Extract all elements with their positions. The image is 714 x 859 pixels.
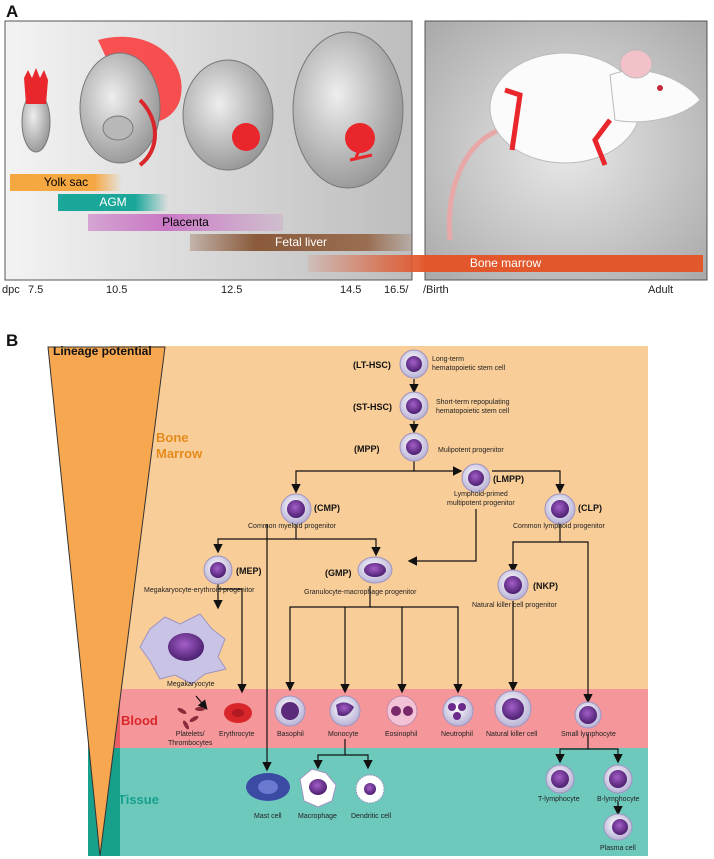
nkp-desc: Natural killer cell progenitor bbox=[472, 602, 557, 609]
lthsc-abbr: (LT-HSC) bbox=[353, 360, 391, 370]
nkp-abbr: (NKP) bbox=[533, 581, 558, 591]
cmp-cell bbox=[280, 493, 312, 525]
mpp-cell bbox=[399, 432, 429, 462]
fetal-liver-bar: Fetal liver bbox=[190, 234, 412, 251]
bone-marrow-zone-label: Bone Marrow bbox=[156, 430, 203, 461]
sthsc-desc: Short-term repopulating hematopoietic st… bbox=[436, 399, 510, 415]
platelets-label: Platelets/ Thrombocytes bbox=[168, 731, 213, 747]
monocyte-label: Monocyte bbox=[328, 731, 359, 738]
bone-marrow-bar: Bone marrow bbox=[308, 255, 703, 272]
lthsc-cell bbox=[399, 349, 429, 379]
panel-b-label: B bbox=[6, 331, 19, 350]
embryo-10-5 bbox=[79, 36, 182, 167]
nk-cell-label: Natural killer cell bbox=[486, 731, 538, 738]
b-lymphocyte-label: B-lymphocyte bbox=[597, 796, 640, 803]
gmp-abbr: (GMP) bbox=[325, 568, 352, 578]
yolk-sac-label: Yolk sac bbox=[43, 175, 89, 189]
panel-b-diagram bbox=[47, 346, 648, 857]
tick-7-5: 7.5 bbox=[28, 284, 44, 296]
lthsc-desc: Long-term hematopoietic stem cell bbox=[432, 356, 506, 372]
placenta-label: Placenta bbox=[162, 215, 209, 229]
blood-zone-label: Blood bbox=[121, 713, 158, 728]
clp-abbr: (CLP) bbox=[578, 503, 602, 513]
macrophage-cell bbox=[299, 768, 337, 808]
tissue-zone-label: Tissue bbox=[118, 792, 159, 807]
erythrocyte-cell bbox=[224, 703, 252, 723]
lmpp-cell bbox=[461, 463, 491, 493]
eosinophil-label: Eosinophil bbox=[385, 731, 418, 738]
embryo-14-5 bbox=[292, 31, 404, 189]
nkp-cell bbox=[497, 569, 529, 601]
lmpp-abbr: (LMPP) bbox=[493, 474, 524, 484]
tick-dpc: dpc bbox=[2, 284, 20, 296]
cmp-desc: Common myeloid progenitor bbox=[248, 523, 336, 530]
lineage-potential-title: Lineage potential bbox=[53, 344, 152, 358]
agm-label: AGM bbox=[99, 195, 127, 209]
panel-a-label: A bbox=[6, 2, 19, 21]
gmp-desc: Granulocyte-macrophage progenitor bbox=[304, 589, 417, 596]
clp-cell bbox=[544, 493, 576, 525]
megakaryocyte-label: Megakaryocyte bbox=[167, 681, 215, 688]
sthsc-cell bbox=[399, 391, 429, 421]
tick-12-5: 12.5 bbox=[221, 284, 243, 296]
agm-bar: AGM bbox=[58, 194, 168, 211]
mpp-abbr: (MPP) bbox=[354, 444, 380, 454]
b-lymphocyte-cell bbox=[603, 764, 633, 794]
blood-zone bbox=[88, 689, 648, 748]
lmpp-desc: Lymphoid-primed multipotent progenitor bbox=[447, 491, 515, 507]
small-lymphocyte-label: Small lymphocyte bbox=[561, 731, 616, 738]
monocyte-cell bbox=[329, 695, 361, 727]
mep-cell bbox=[203, 555, 233, 585]
megakaryocyte-cell bbox=[139, 613, 227, 685]
embryo-12-5 bbox=[182, 59, 274, 171]
basophil-cell bbox=[274, 695, 306, 727]
neutrophil-label: Neutrophil bbox=[441, 731, 473, 738]
lineage-potential-triangle bbox=[47, 346, 166, 857]
tick-10-5: 10.5 bbox=[106, 284, 128, 296]
placenta-bar: Placenta bbox=[88, 214, 283, 231]
sthsc-abbr: (ST-HSC) bbox=[353, 402, 392, 412]
tick-birth: /Birth bbox=[423, 284, 449, 296]
mep-desc: Megakaryocyte-erythroid progenitor bbox=[144, 587, 255, 594]
tick-16-5: 16.5/ bbox=[384, 284, 409, 296]
platelets-cells bbox=[177, 707, 205, 730]
nk-cell bbox=[494, 690, 532, 728]
tick-adult: Adult bbox=[648, 284, 674, 296]
yolk-sac-bar: Yolk sac bbox=[10, 174, 122, 191]
fetal-liver-label: Fetal liver bbox=[274, 235, 327, 249]
mpp-desc: Mulipotent progenitor bbox=[438, 447, 504, 454]
tick-14-5: 14.5 bbox=[340, 284, 362, 296]
plasma-cell-label: Plasma cell bbox=[600, 845, 636, 852]
macrophage-label: Macrophage bbox=[298, 813, 337, 820]
plasma-cell bbox=[603, 813, 633, 841]
t-lymphocyte-cell bbox=[545, 764, 575, 794]
mast-cell bbox=[246, 773, 290, 801]
dendritic-cell-label: Dendritic cell bbox=[351, 813, 392, 820]
adult-mouse-illustration bbox=[446, 49, 701, 241]
mep-abbr: (MEP) bbox=[236, 566, 262, 576]
erythrocyte-label: Erythrocyte bbox=[219, 731, 255, 738]
bone-marrow-label: Bone marrow bbox=[469, 256, 542, 270]
dendritic-cell bbox=[355, 774, 385, 804]
neutrophil-cell bbox=[442, 695, 474, 727]
embryo-7-5 bbox=[21, 68, 51, 153]
eosinophil-cell bbox=[386, 695, 418, 727]
t-lymphocyte-label: T-lymphocyte bbox=[538, 796, 580, 803]
mast-cell-label: Mast cell bbox=[254, 813, 282, 820]
basophil-label: Basophil bbox=[277, 731, 304, 738]
cmp-abbr: (CMP) bbox=[314, 503, 340, 513]
gmp-cell bbox=[357, 556, 393, 584]
clp-desc: Common lymphoid progenitor bbox=[513, 523, 605, 530]
small-lymphocyte-cell bbox=[574, 701, 602, 729]
